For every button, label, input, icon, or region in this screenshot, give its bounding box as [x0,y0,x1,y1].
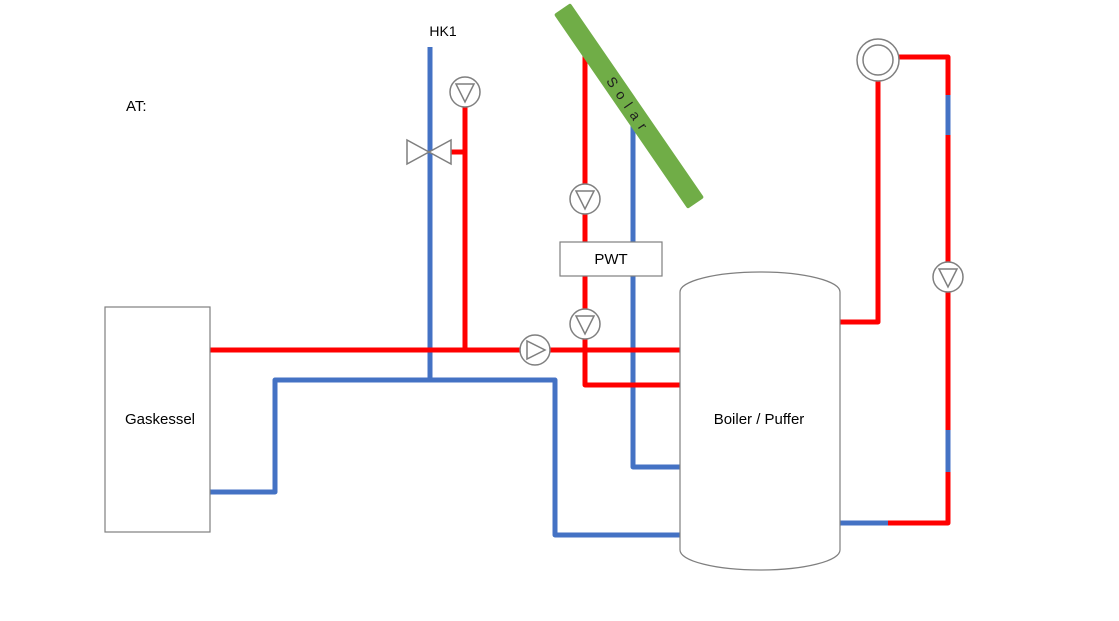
gaskessel-box [104,306,211,533]
expansion-vessel-icon [856,38,900,82]
mixing-valve-icon [406,138,452,166]
gaskessel-label: Gaskessel [125,411,195,428]
solar-return-pipe [630,120,680,470]
boiler-label: Boiler / Puffer [714,411,805,428]
boiler-top-flow-pipe [840,65,881,325]
solar-lower-pump-icon [569,308,601,340]
solar-upper-pump-icon [569,183,601,215]
right-circuit-flow-segment-bottom [888,472,951,526]
right-circuit-flow-segment-top [878,54,951,95]
gaskessel-return-pipe [210,377,680,538]
hk1-pump-icon [449,76,481,108]
right-circuit-pump-icon [932,261,964,293]
boiler-tank [679,271,841,571]
solar-label: Solar [603,74,655,139]
solar-panel [554,3,704,209]
pwt-box [559,241,663,277]
hk1-label: HK1 [429,23,456,39]
solar-flow-pipe [582,45,680,388]
at-label: AT: [126,98,147,115]
pwt-label: PWT [594,251,627,268]
boiler-charge-pump-icon [519,334,551,366]
